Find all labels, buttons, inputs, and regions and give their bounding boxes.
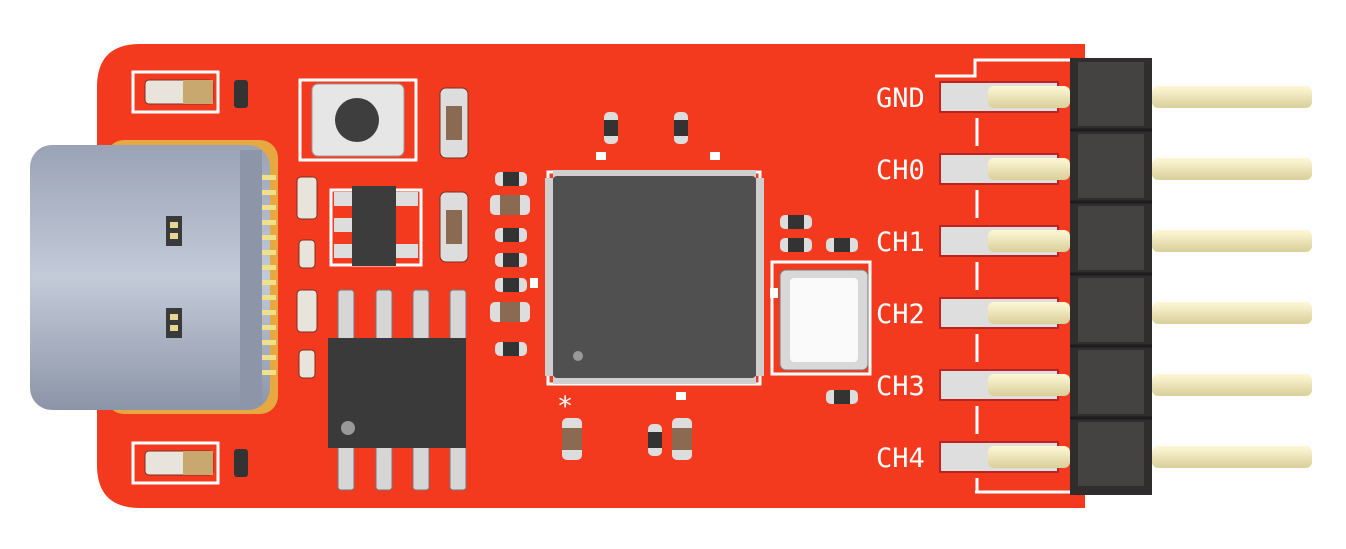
pin1-marker: * bbox=[557, 391, 573, 422]
pin-header bbox=[1070, 58, 1152, 495]
mcu-qfn48 bbox=[530, 152, 778, 400]
pin-label-ch0: CH0 bbox=[876, 155, 925, 186]
header-pin-ch0[interactable]: CH0 bbox=[876, 153, 1312, 186]
pin-label-gnd: GND bbox=[876, 83, 925, 114]
passives-left bbox=[296, 176, 318, 379]
push-button[interactable] bbox=[298, 78, 418, 162]
pin-label-ch1: CH1 bbox=[876, 227, 925, 258]
header-pin-ch2[interactable]: CH2 bbox=[876, 297, 1312, 330]
soic8-chip bbox=[328, 289, 467, 491]
header-pin-ch1[interactable]: CH1 bbox=[876, 225, 1312, 258]
header-pin-ch4[interactable]: CH4 bbox=[876, 441, 1312, 474]
led-bottom bbox=[131, 441, 248, 485]
passives-mid bbox=[490, 112, 858, 460]
header-pin-gnd[interactable]: GND bbox=[876, 81, 1312, 114]
led-top bbox=[131, 70, 248, 114]
pin-label-ch3: CH3 bbox=[876, 371, 925, 402]
regulator-sot23 bbox=[329, 186, 423, 267]
pin-label-ch2: CH2 bbox=[876, 299, 925, 330]
crystal-oscillator bbox=[770, 260, 872, 376]
header-silkscreen bbox=[935, 58, 1075, 494]
pin-label-ch4: CH4 bbox=[876, 443, 925, 474]
usb-c-connector[interactable] bbox=[30, 140, 278, 414]
header-pin-ch3[interactable]: CH3 bbox=[876, 369, 1312, 402]
